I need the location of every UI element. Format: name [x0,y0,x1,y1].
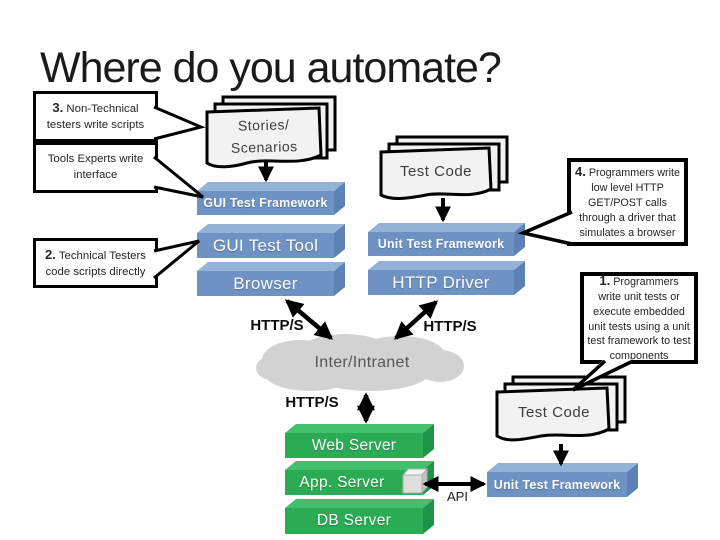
bar-unit-test-framework-mid: Unit Test Framework [377,237,505,251]
callout-tools-experts: Tools Experts write interface [33,142,158,193]
bar-db-server: DB Server [316,512,392,529]
callout-2-technical-testers: 2. Technical Testers code scripts direct… [33,238,158,288]
bar-unit-test-framework-bottom: Unit Test Framework [493,477,621,492]
label-https-left: HTTP/S [250,317,304,334]
bar-browser: Browser [233,273,298,293]
callout-text: 1. Programmers write unit tests or execu… [587,272,691,363]
callout-text: 3. Non-Technical testers write scripts [46,100,145,131]
callout-1-programmers-unit-tests: 1. Programmers write unit tests or execu… [580,272,698,364]
paper-label-stories: Stories/Scenarios [230,116,298,156]
paper-label-test-code-top: Test Code [399,162,473,180]
callout-text: 2. Technical Testers code scripts direct… [45,246,146,278]
callout-text: 4. Programmers write low level HTTP GET/… [574,164,681,239]
label-api: API [447,489,468,504]
callout-3-non-technical-testers: 3. Non-Technical testers write scripts [33,91,158,142]
callout-text: Tools Experts write interface [47,152,144,181]
page-title: Where do you automate? [40,44,502,92]
paper-label-test-code-bottom: Test Code [517,403,591,421]
bar-app-server: App. Server [299,473,385,491]
bar-web-server: Web Server [311,436,397,454]
label-inter-intranet: Inter/Intranet [314,354,410,371]
bar-gui-test-framework: GUI Test Framework [203,196,328,210]
bar-gui-test-tool: GUI Test Tool [212,235,319,255]
label-https-right: HTTP/S [423,318,477,335]
callout-4-programmers-http: 4. Programmers write low level HTTP GET/… [567,158,688,246]
label-https-bottom: HTTP/S [285,394,339,411]
bar-http-driver: HTTP Driver [392,272,490,292]
